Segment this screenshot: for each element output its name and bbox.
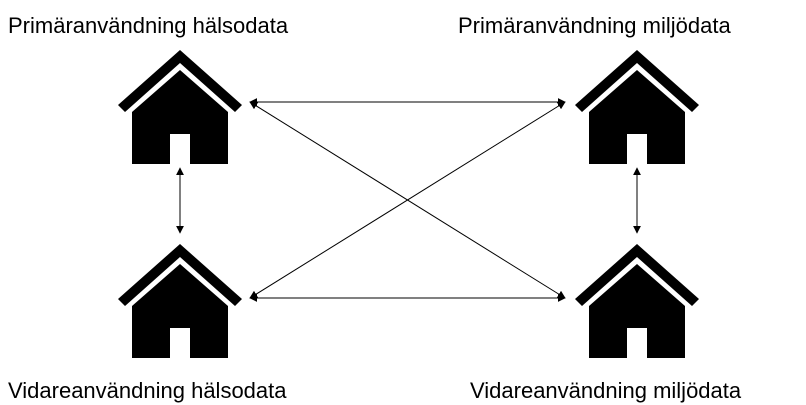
connections <box>176 98 641 302</box>
label-primary-health: Primäranvändning hälsodata <box>8 13 289 38</box>
house-icon <box>575 244 699 358</box>
house-icon <box>118 50 242 164</box>
arrow-secondary-health-primary-environment <box>249 101 566 299</box>
label-secondary-environment: Vidareanvändning miljödata <box>470 378 742 403</box>
house-icon <box>575 50 699 164</box>
label-primary-environment: Primäranvändning miljödata <box>458 13 731 38</box>
house-icon <box>118 244 242 358</box>
label-secondary-health: Vidareanvändning hälsodata <box>8 378 287 403</box>
